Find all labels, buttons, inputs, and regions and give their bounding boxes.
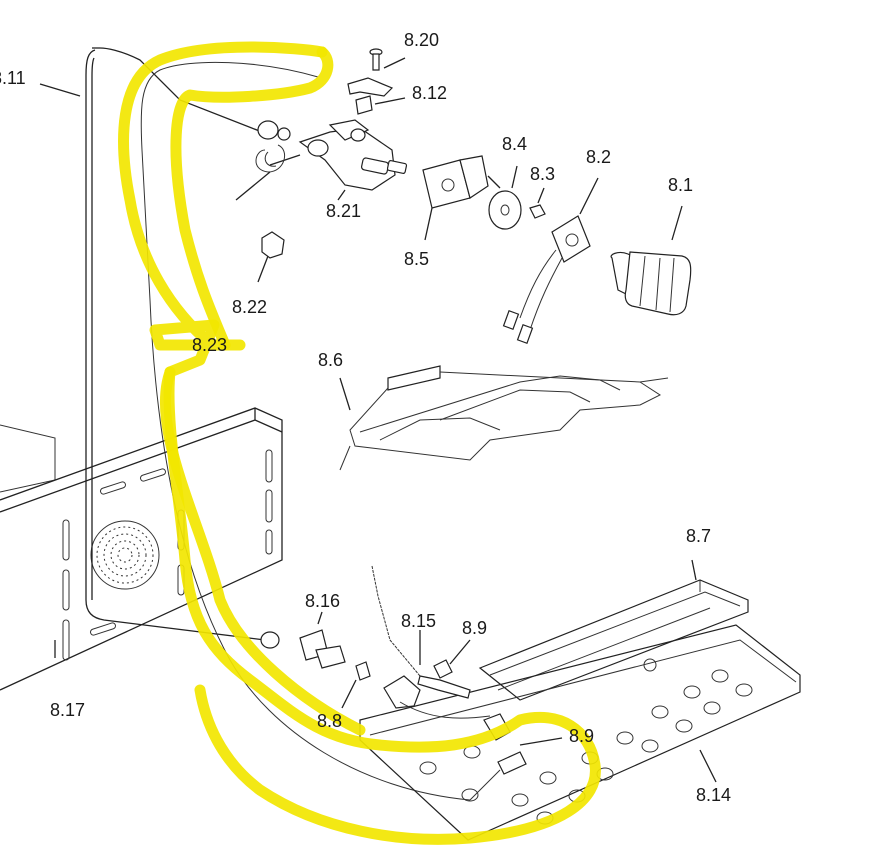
label-8-5: 8.5 [404,249,429,269]
ignition-lead-part-8-15 [371,565,471,699]
label-8-2: 8.2 [586,147,611,167]
grill-element-part-8-6 [339,365,669,471]
injector-part-8-8 [341,661,371,709]
switch-part-8-2 [502,177,599,344]
bracket-part-8-5 [422,155,501,241]
nut-part-8-3 [529,187,546,219]
label-8-6: 8.6 [318,350,343,370]
gas-valve-part-8-21 [235,119,408,201]
label-8-14: 8.14 [696,785,731,805]
label-8-21: 8.21 [326,201,361,221]
label-8-9-lower: 8.9 [569,726,594,746]
yellow-marker-highlight-inner [159,366,366,736]
yellow-marker-highlight [118,41,601,845]
screw-part-8-20 [369,48,406,71]
label-8-22: 8.22 [232,297,267,317]
label-8-4: 8.4 [502,134,527,154]
control-knob-part-8-1 [610,205,692,316]
electrode-part-8-9-upper [433,639,471,679]
label-8-16: 8.16 [305,591,340,611]
label-8-15: 8.15 [401,611,436,631]
yellow-marker-highlight-top [170,46,334,351]
label-8-23: 8.23 [192,335,227,355]
burner-part-8-7 [478,559,749,701]
clip-part-8-22 [257,231,285,283]
label-8-7: 8.7 [686,526,711,546]
label-8-17: 8.17 [50,700,85,720]
label-8-1: 8.1 [668,175,693,195]
cam-disk-part-8-4 [488,165,522,230]
injector-holder-part-8-16 [260,611,346,669]
oven-cavity-part-8-17 [0,407,283,691]
label-8-20: 8.20 [404,30,439,50]
label-8-11: 8.11 [0,68,26,88]
label-8-9-upper: 8.9 [462,618,487,638]
label-8-3: 8.3 [530,164,555,184]
gas-pipe-part-8-11 [85,47,266,641]
label-8-8: 8.8 [317,711,342,731]
label-8-12: 8.12 [412,83,447,103]
part-labels: 8.11 8.20 8.12 8.4 8.2 8.3 8.1 8.21 8.5 … [0,30,731,805]
thermocouple-wire [140,61,471,801]
bracket-part-8-12 [347,77,406,115]
